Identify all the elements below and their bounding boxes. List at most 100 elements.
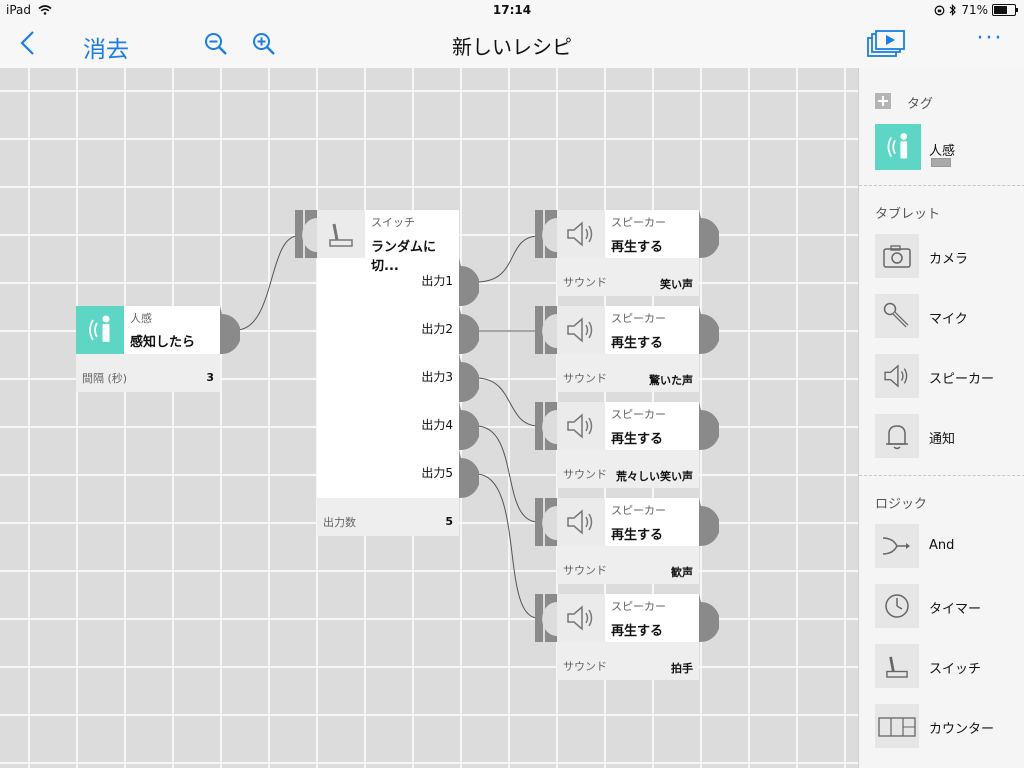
output-port[interactable] xyxy=(699,594,719,642)
output-port-5[interactable] xyxy=(459,450,479,498)
output-port[interactable] xyxy=(699,210,719,258)
section-divider xyxy=(859,185,1024,186)
wire-out5-speaker5 xyxy=(475,473,538,619)
node-parameter[interactable]: サウンド 拍手 xyxy=(557,642,699,680)
switch-node[interactable]: スイッチ ランダムに切... 出力1 出力2 出力3 出力4 出力5 出力数 5 xyxy=(295,210,495,536)
back-chevron-icon[interactable] xyxy=(14,28,42,58)
output-label-4: 出力4 xyxy=(421,418,453,432)
switch-lever-icon xyxy=(317,210,365,258)
input-port[interactable] xyxy=(535,594,557,642)
output-label-3: 出力3 xyxy=(421,370,453,384)
parameter-value: 笑い声 xyxy=(660,278,693,291)
run-recipe-icon[interactable] xyxy=(866,30,906,58)
parameter-label: サウンド xyxy=(563,564,607,577)
palette-item-label: 人感 xyxy=(929,144,956,159)
status-right: 71% xyxy=(934,3,1018,17)
bell-icon xyxy=(875,414,919,458)
section-tag: タグ xyxy=(907,97,934,112)
node-parameter[interactable]: 間隔 (秒) 3 xyxy=(76,354,220,392)
palette-item-counter[interactable]: カウンター xyxy=(875,704,1024,754)
output-port[interactable] xyxy=(699,306,719,354)
node-parameter[interactable]: サウンド 歓声 xyxy=(557,546,699,584)
output-port-2[interactable] xyxy=(459,306,479,354)
output-label-2: 出力2 xyxy=(421,322,453,336)
output-port-4[interactable] xyxy=(459,402,479,450)
input-port[interactable] xyxy=(535,498,557,546)
status-bar: iPad 17:14 71% xyxy=(0,0,1024,20)
section-divider xyxy=(859,475,1024,476)
parameter-value: 拍手 xyxy=(671,662,693,675)
input-port[interactable] xyxy=(535,306,557,354)
navigation-bar: 消去 新しいレシピ ··· xyxy=(0,20,1024,68)
node-header: スピーカー 再生する xyxy=(557,210,699,258)
palette-item-label: スピーカー xyxy=(929,372,995,387)
palette-item-and[interactable]: And xyxy=(875,524,1024,574)
block-palette: タグ 人感 タブレット カメラ xyxy=(858,68,1024,768)
node-body: スイッチ ランダムに切... 出力1 出力2 出力3 出力4 出力5 xyxy=(317,210,459,498)
input-port[interactable] xyxy=(535,210,557,258)
parameter-value: 5 xyxy=(445,515,453,528)
node-parameter[interactable]: サウンド 笑い声 xyxy=(557,258,699,296)
output-port[interactable] xyxy=(699,402,719,450)
section-logic: ロジック xyxy=(875,497,928,512)
node-action: 再生する xyxy=(611,240,664,255)
speaker-icon xyxy=(875,354,919,398)
speaker-node-4[interactable]: スピーカー 再生する サウンド 歓声 xyxy=(535,498,735,584)
motion-sensor-icon xyxy=(76,306,124,354)
node-category: スピーカー xyxy=(611,408,666,421)
node-category: スピーカー xyxy=(611,216,666,229)
node-category: スピーカー xyxy=(611,600,666,613)
speaker-node-5[interactable]: スピーカー 再生する サウンド 拍手 xyxy=(535,594,735,680)
connection-wires xyxy=(235,235,538,619)
output-port-3[interactable] xyxy=(459,354,479,402)
output-label-1: 出力1 xyxy=(421,274,453,288)
output-port[interactable] xyxy=(220,306,240,354)
output-port-1[interactable] xyxy=(459,258,479,306)
palette-item-switch[interactable]: スイッチ xyxy=(875,644,1024,694)
node-header: スピーカー 再生する xyxy=(557,498,699,546)
palette-item-notification[interactable]: 通知 xyxy=(875,414,1024,464)
palette-item-label: 通知 xyxy=(929,432,956,447)
palette-item-speaker[interactable]: スピーカー xyxy=(875,354,1024,404)
speaker-icon xyxy=(557,210,605,258)
node-category: スイッチ xyxy=(371,216,415,229)
palette-item-label: スイッチ xyxy=(929,662,982,677)
speaker-node-3[interactable]: スピーカー 再生する サウンド 荒々しい笑い声 xyxy=(535,402,735,488)
section-tablet: タブレット xyxy=(875,207,941,222)
palette-item-motion-sensor[interactable]: 人感 xyxy=(875,124,1024,174)
node-action: 再生する xyxy=(611,336,664,351)
more-options-button[interactable]: ··· xyxy=(976,26,1004,51)
zoom-in-icon[interactable] xyxy=(251,31,277,57)
output-port[interactable] xyxy=(699,498,719,546)
battery-icon xyxy=(992,4,1018,16)
node-header: スピーカー 再生する xyxy=(557,594,699,642)
timer-icon xyxy=(875,584,919,628)
node-action: 再生する xyxy=(611,432,664,447)
node-action: ランダムに切... xyxy=(371,240,437,274)
node-header: スピーカー 再生する xyxy=(557,306,699,354)
parameter-value: 荒々しい笑い声 xyxy=(616,470,693,483)
node-parameter[interactable]: 出力数 5 xyxy=(317,498,459,536)
node-action: 感知したら xyxy=(130,335,196,350)
node-category: スピーカー xyxy=(611,504,666,517)
add-tag-icon[interactable] xyxy=(875,93,891,109)
palette-item-microphone[interactable]: マイク xyxy=(875,294,1024,344)
zoom-out-icon[interactable] xyxy=(203,31,229,57)
speaker-node-2[interactable]: スピーカー 再生する サウンド 驚いた声 xyxy=(535,306,735,392)
and-merge-icon xyxy=(875,524,919,568)
motion-sensor-node[interactable]: 人感 感知したら 間隔 (秒) 3 xyxy=(76,306,266,392)
input-port[interactable] xyxy=(295,210,317,258)
node-parameter[interactable]: サウンド 荒々しい笑い声 xyxy=(557,450,699,488)
input-port[interactable] xyxy=(535,402,557,450)
wire-sensor-switch xyxy=(235,235,298,331)
speaker-icon xyxy=(557,306,605,354)
palette-item-timer[interactable]: タイマー xyxy=(875,584,1024,634)
node-parameter[interactable]: サウンド 驚いた声 xyxy=(557,354,699,392)
wire-out3-speaker3 xyxy=(475,377,538,427)
clear-button[interactable]: 消去 xyxy=(83,37,129,63)
palette-item-camera[interactable]: カメラ xyxy=(875,234,1024,284)
parameter-label: サウンド xyxy=(563,372,607,385)
recipe-title: 新しいレシピ xyxy=(452,35,572,59)
recipe-canvas[interactable]: 人感 感知したら 間隔 (秒) 3 スイッチ ランダムに切... xyxy=(0,68,858,768)
speaker-node-1[interactable]: スピーカー 再生する サウンド 笑い声 xyxy=(535,210,735,296)
